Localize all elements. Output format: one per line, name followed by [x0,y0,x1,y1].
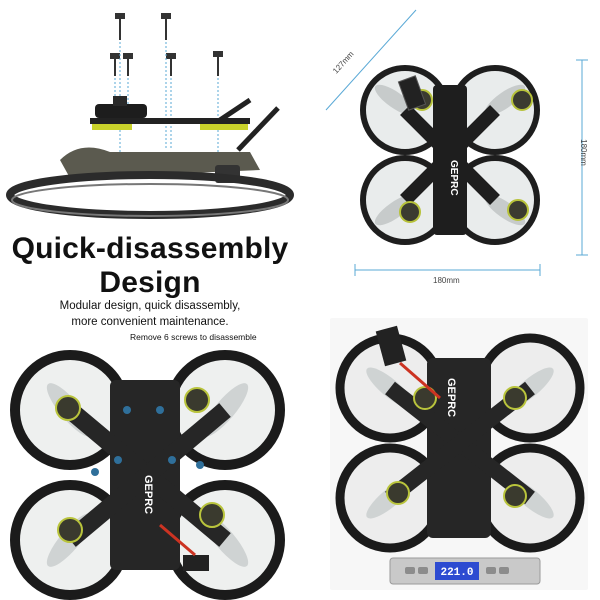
top-view-drone-dimensions: GEPRC [325,9,588,276]
dimension-height: 180mm [578,139,588,166]
gep-logo-text-3: GEPRC [445,378,457,417]
top-view-panel: GEPRC [0,300,300,600]
gep-logo-text: GEPRC [448,160,459,196]
headline-line1: Quick-disassembly [11,232,289,265]
battery-connector-icon [397,75,427,111]
scale-reading: 221.0 [440,567,473,579]
description-line2: more convenient maintenance. [71,316,229,328]
dimension-width: 180mm [433,276,460,285]
headline-line2: Design [99,266,201,299]
drone-on-scale-photo: GEPRC 221.0 [335,325,585,585]
exploded-drone-illustration [6,13,294,219]
exploded-view-panel [0,0,300,235]
dimension-panel: GEPRC 127mm 180mm 180mm [300,0,600,300]
weight-panel: GEPRC 221.0 [330,318,588,590]
motor-icon [399,89,533,223]
top-view-drone-photo: GEPRC [10,350,285,600]
gep-logo-text-2: GEPRC [142,475,154,514]
description-line1: Modular design, quick disassembly, [59,300,241,312]
screw-icon [110,13,223,76]
disassembly-note: Remove 6 screws to disassemble [130,332,257,342]
